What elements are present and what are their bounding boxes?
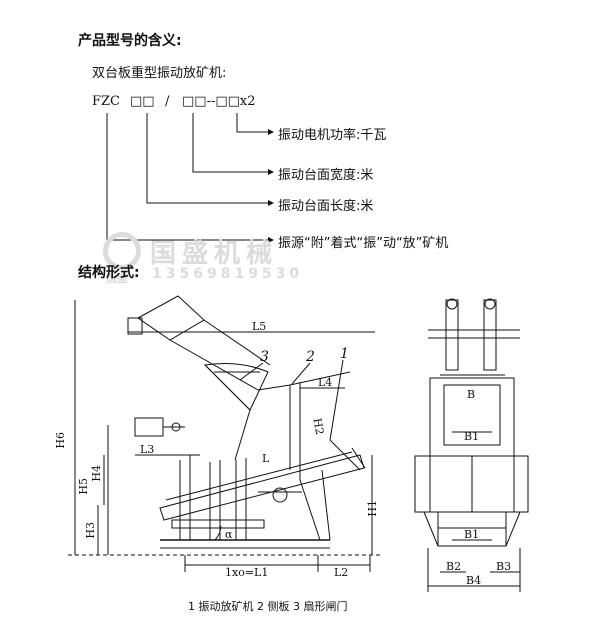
front-view — [414, 298, 529, 592]
legend-item-type: 振源“附”着式“振”动“放”矿机 — [278, 236, 449, 251]
leader-line-width — [192, 113, 268, 173]
model-slash: / — [165, 94, 170, 109]
dim-label-b4: B4 — [466, 574, 482, 587]
legend-item-width: 振动台面宽度:米 — [278, 168, 374, 183]
watermark-company-name: 国盛机械 — [150, 239, 279, 269]
model-code-2: □□--□□x2 — [182, 94, 256, 109]
dim-label-h2: H2 — [310, 417, 327, 436]
figure-caption: 1 振动放矿机 2 侧板 3 扇形闸门 — [188, 600, 348, 613]
part-label-1: 1 — [340, 346, 349, 362]
watermark-logo-text: 国盛 — [106, 272, 128, 285]
leader-line-length — [146, 113, 268, 204]
dim-label-l2: L2 — [334, 566, 349, 579]
dim-label-l4: L4 — [318, 376, 333, 389]
side-view — [68, 295, 380, 572]
dim-label-l5: L5 — [252, 320, 267, 333]
part-label-3: 3 — [260, 349, 269, 365]
structure-heading: 结构形式: — [78, 265, 140, 281]
dim-label-b1-bottom: B1 — [464, 528, 480, 541]
legend-item-power: 振动电机功率:千瓦 — [278, 128, 387, 143]
vibration-motor-left — [134, 417, 164, 437]
motor-housing — [137, 295, 205, 341]
dim-label-h1: H1 — [366, 500, 379, 517]
dim-label-l1: 1xo=L1 — [225, 566, 269, 579]
leader-line-power — [236, 113, 268, 133]
dim-label-h4: H4 — [90, 465, 103, 482]
sector-gate — [203, 363, 269, 411]
watermark-logo-ring — [103, 232, 141, 270]
dim-label-b1-top: B1 — [464, 430, 480, 443]
model-code-1: □□ — [130, 94, 155, 109]
feeder-deck — [159, 454, 365, 521]
dim-label-l3: L3 — [140, 443, 155, 456]
product-name: 双台板重型振动放矿机: — [92, 66, 227, 81]
model-prefix: FZC — [92, 94, 120, 109]
dim-label-b2: B2 — [446, 560, 462, 573]
part-label-2: 2 — [306, 349, 315, 365]
dim-label-alpha: α — [225, 528, 233, 541]
dim-label-h6: H6 — [54, 432, 67, 449]
dim-label-b3: B3 — [496, 560, 512, 573]
dim-label-h5: H5 — [77, 478, 90, 495]
legend-item-length: 振动台面长度:米 — [278, 199, 374, 214]
dim-label-b: B — [467, 388, 476, 401]
dim-label-h3: H3 — [84, 522, 97, 539]
meaning-heading: 产品型号的含义: — [78, 33, 182, 49]
dim-label-l: L — [262, 452, 270, 465]
watermark-phone: 13569819530 — [152, 266, 304, 282]
